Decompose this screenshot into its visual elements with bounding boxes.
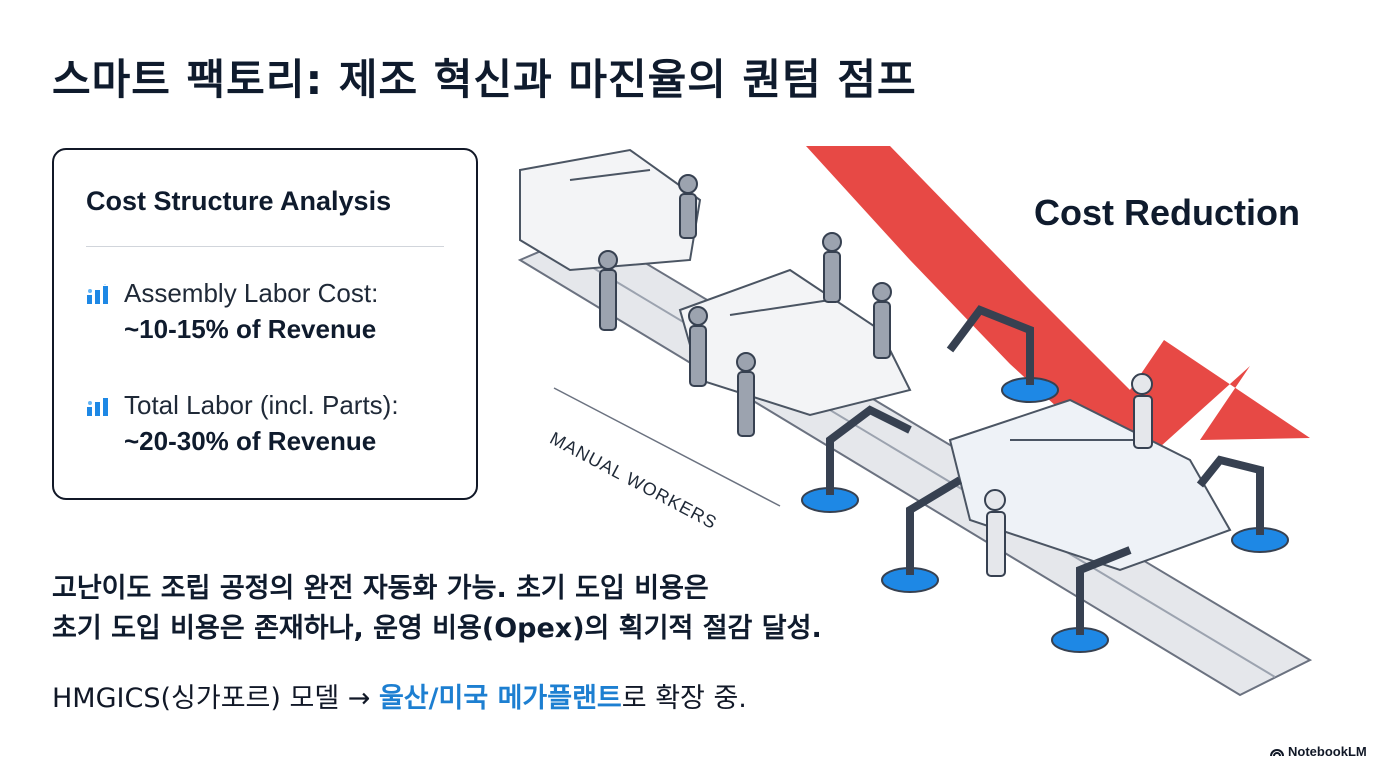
card-divider: [86, 246, 444, 247]
factory-illustration: [517, 146, 1313, 697]
note-suffix: 로 확장 중.: [621, 683, 747, 714]
automated-car: [948, 398, 1232, 572]
note-highlight: 울산/미국 메가플랜트: [378, 683, 622, 714]
cost-structure-card: Cost Structure Analysis Assembly Labor C…: [52, 148, 478, 500]
card-title: Cost Structure Analysis: [86, 186, 392, 216]
manual-car-1: [519, 148, 702, 272]
note-prefix: HMGICS(싱가포르) 모델 →: [52, 683, 379, 714]
cost-reduction-label: Cost Reduction: [1034, 192, 1300, 233]
manual-workers: [598, 174, 892, 437]
brand-watermark: NotebookLM: [1270, 744, 1367, 759]
bar-chart-icon: [87, 284, 108, 304]
humanoid-robots: [984, 373, 1153, 577]
cost-reduction-arrow: [806, 146, 1310, 474]
description-line-2: 초기 도입 비용은 존재하나, 운영 비용(Opex)의 획기적 절감 달성.: [52, 613, 822, 644]
metric-value: ~10-15% of Revenue: [124, 314, 377, 344]
expansion-note: HMGICS(싱가포르) 모델 → 울산/미국 메가플랜트로 확장 중.: [52, 676, 747, 715]
metric-value: ~20-30% of Revenue: [124, 426, 377, 456]
notebooklm-icon: [1270, 749, 1284, 757]
bar-chart-icon: [87, 398, 108, 416]
brand-label: NotebookLM: [1288, 744, 1367, 759]
description-line-1: 고난이도 조립 공정의 완전 자동화 가능. 초기 도입 비용은: [52, 573, 709, 604]
page-title: 스마트 팩토리: 제조 혁신과 마진율의 퀀텀 점프: [52, 55, 917, 104]
metric-label: Total Labor (incl. Parts):: [124, 390, 399, 420]
robot-arms: [801, 305, 1289, 653]
metric-label: Assembly Labor Cost:: [124, 278, 379, 308]
